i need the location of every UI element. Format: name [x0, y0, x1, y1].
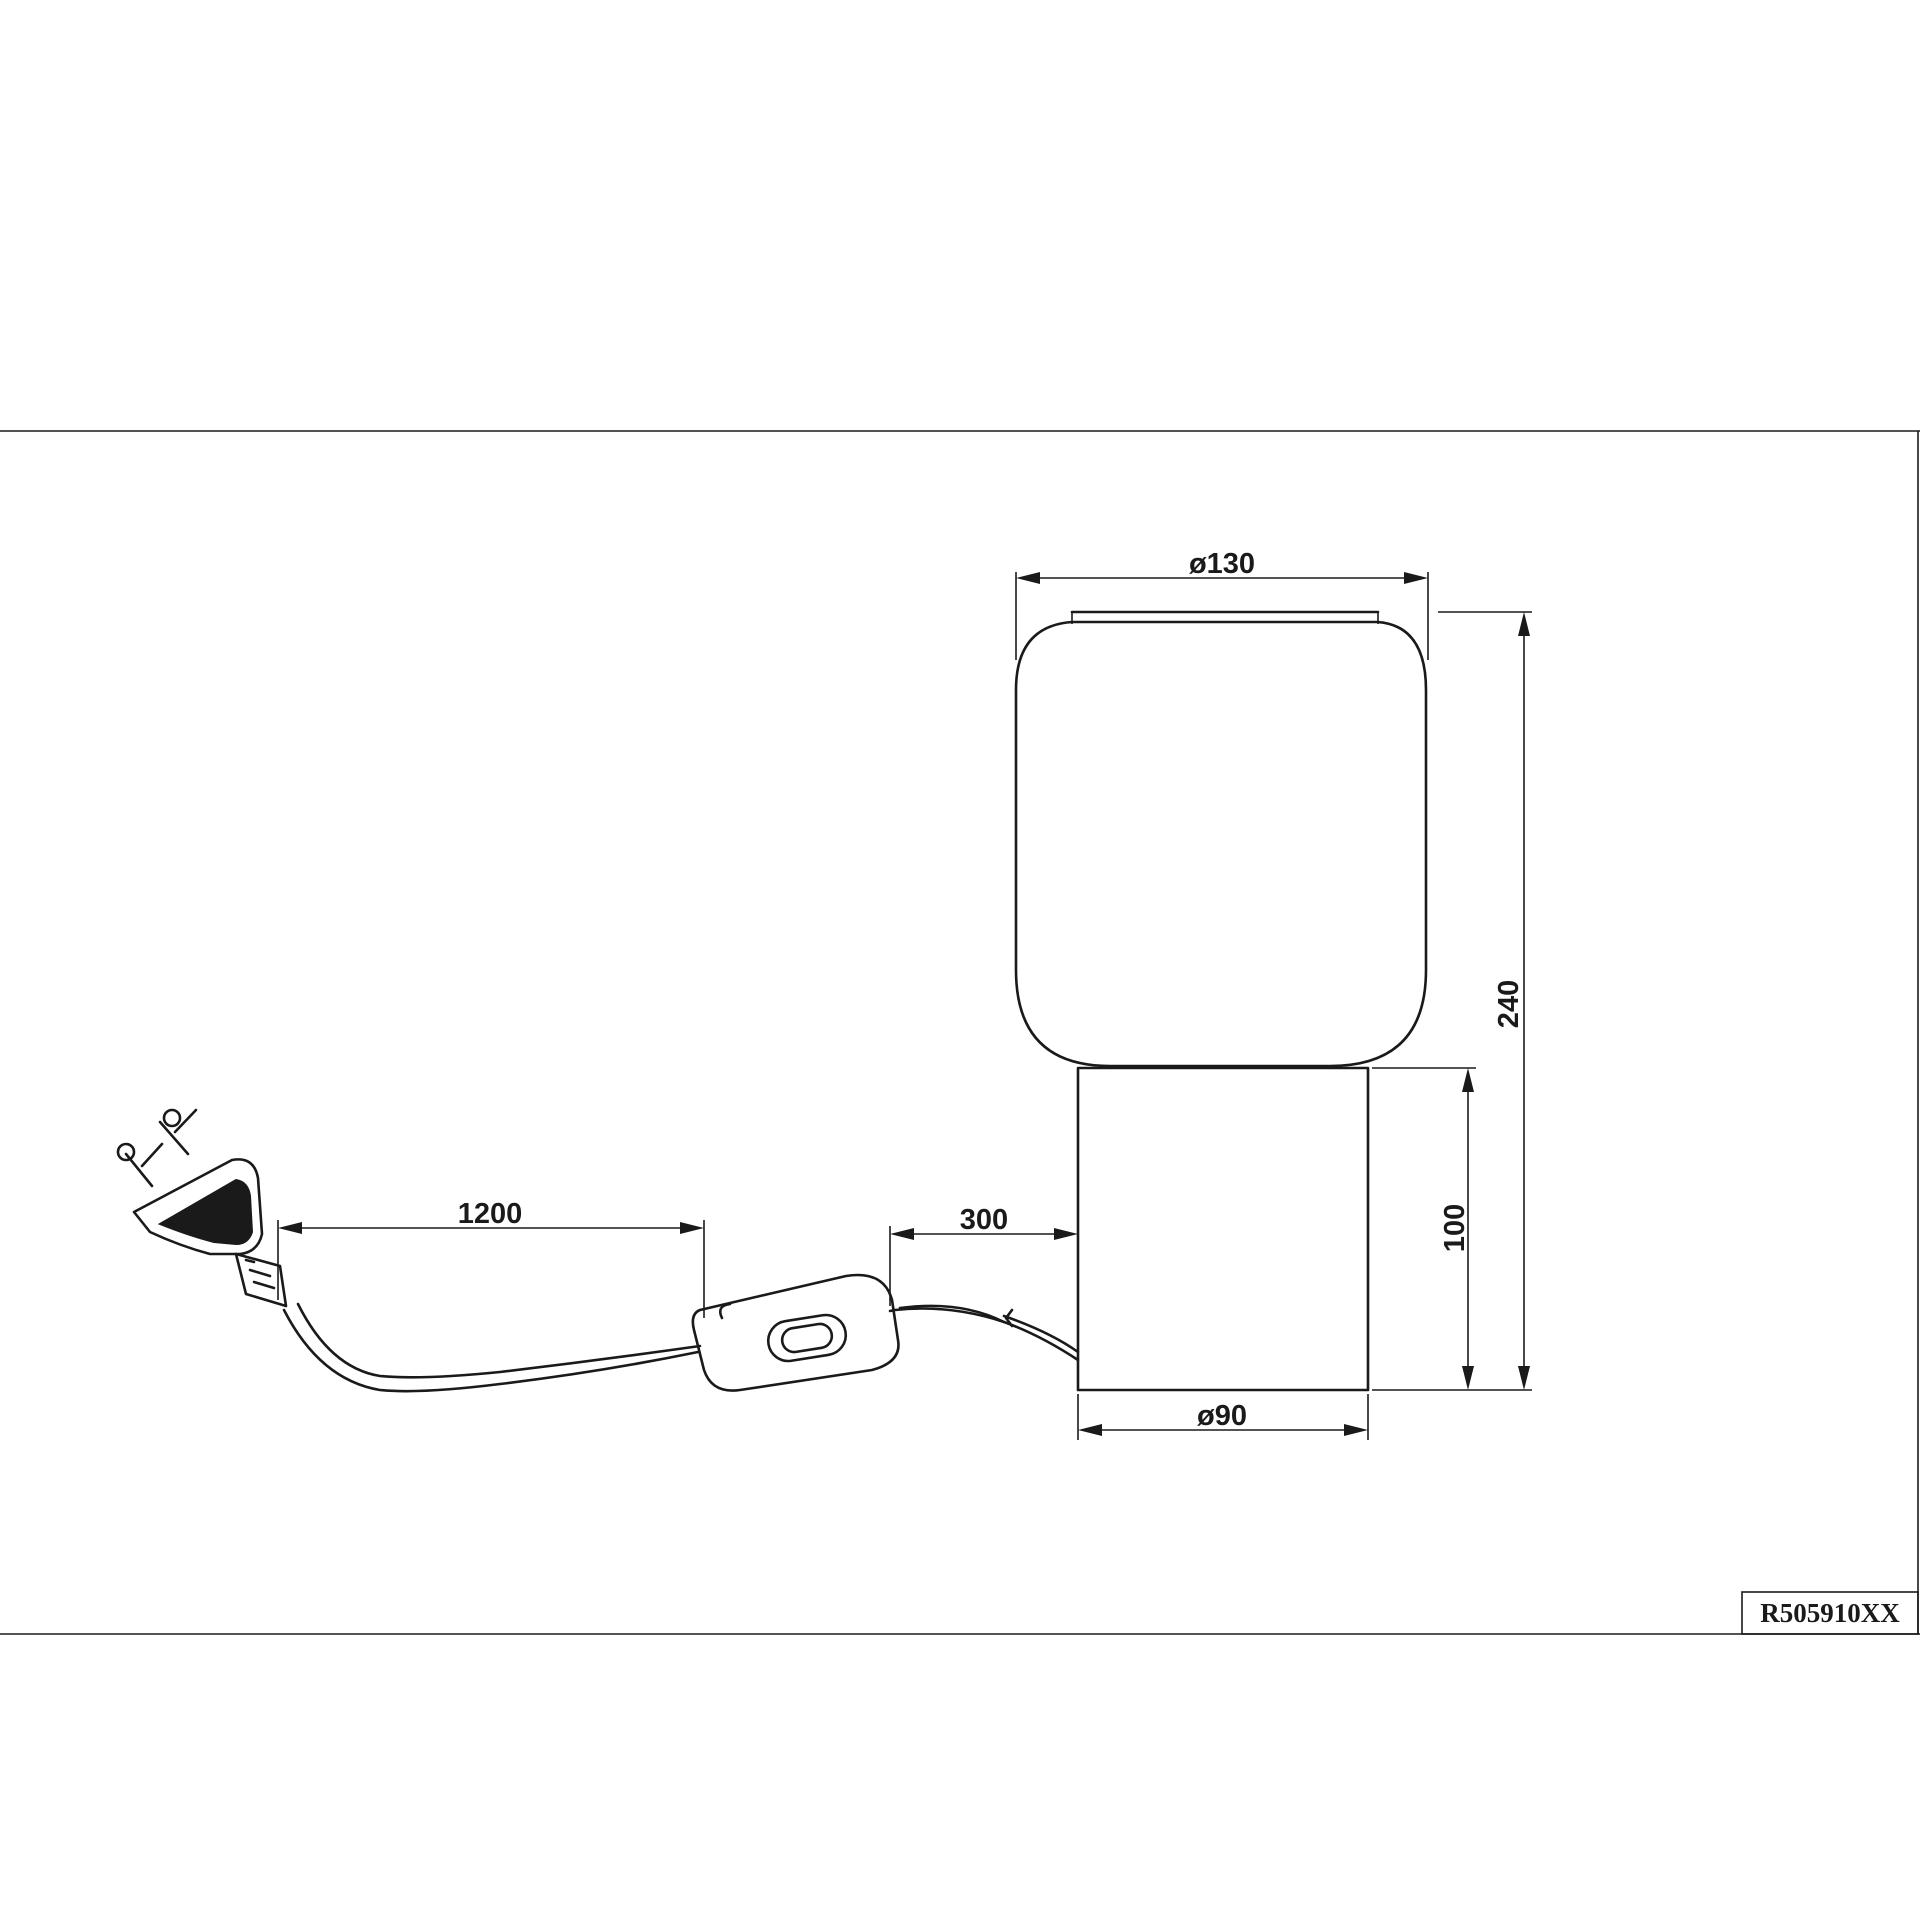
inline-switch — [691, 1273, 900, 1392]
base-height-label: 100 — [1439, 1204, 1471, 1252]
cable-length-label: 1200 — [458, 1198, 523, 1230]
lamp-base — [1076, 1066, 1370, 1392]
shade-diameter-label: ø130 — [1189, 548, 1255, 580]
dimension-total-height: 240 — [1372, 611, 1532, 1391]
total-height-label: 240 — [1493, 980, 1525, 1028]
model-code: R505910XX — [1760, 1598, 1900, 1628]
euro-plug — [116, 1108, 288, 1308]
base-diameter-label: ø90 — [1197, 1400, 1247, 1432]
drawing-frame — [0, 430, 1920, 1635]
power-cable — [282, 1302, 1080, 1393]
switch-distance-label: 300 — [960, 1204, 1008, 1236]
dimension-base-height: 100 — [1372, 1067, 1476, 1390]
lamp-shade — [1014, 610, 1428, 1068]
dimension-base-diameter: ø90 — [1077, 1394, 1369, 1440]
title-block: R505910XX — [1741, 1591, 1919, 1635]
dimension-cable-length: 1200 — [277, 1198, 705, 1318]
dimension-shade-diameter: ø130 — [1015, 548, 1429, 660]
dimension-switch-distance: 300 — [889, 1204, 1078, 1306]
